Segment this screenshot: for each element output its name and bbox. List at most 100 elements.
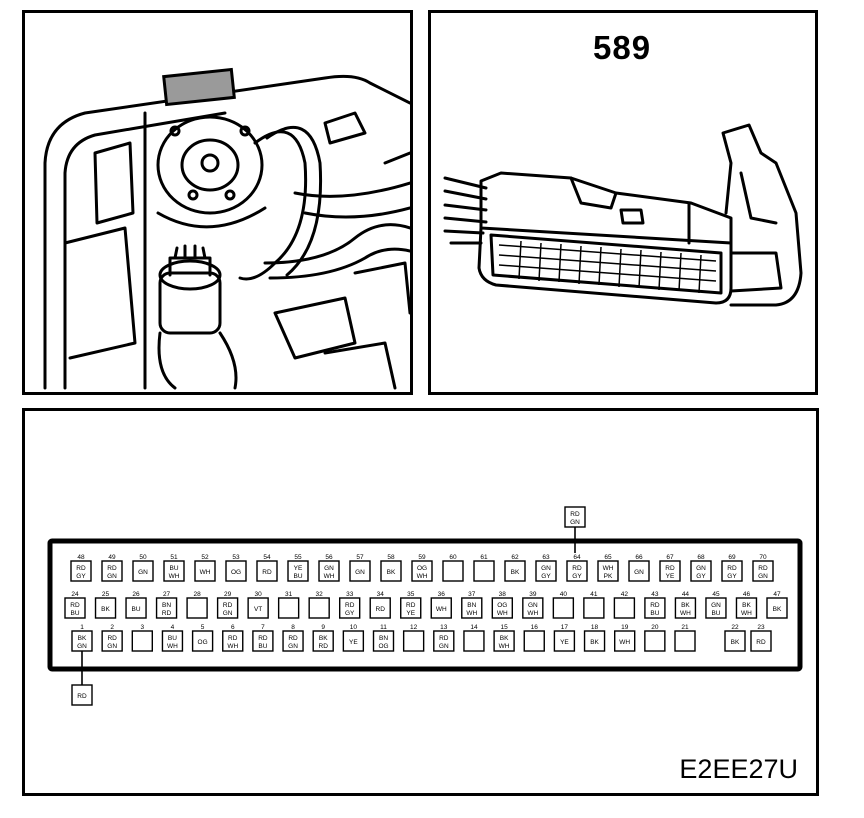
wire-color-primary: BK [742, 602, 751, 609]
pin-number: 25 [102, 591, 110, 598]
wire-color-primary: GN [541, 565, 551, 572]
pin-3: 3 [131, 624, 154, 652]
pin-number: 19 [621, 624, 629, 631]
wire-color-stripe: WH [741, 610, 752, 617]
pin-14: 14 [463, 624, 485, 652]
pin-number: 30 [255, 591, 263, 598]
wire-color: BK [101, 606, 110, 613]
pin-number: 10 [350, 624, 358, 631]
pin-number: 28 [193, 591, 201, 598]
pin-cavity [256, 560, 278, 582]
wire-color-stripe: BU [711, 610, 720, 617]
pin-number: 32 [316, 591, 324, 598]
wire-color: BK [511, 569, 520, 576]
pin-cavity [216, 597, 239, 619]
wire-color: OG [231, 569, 241, 576]
connector-illustration: 589 [428, 10, 818, 395]
pin-cavity [690, 560, 712, 582]
wire-color: RD [756, 639, 766, 646]
pin-cavity [644, 630, 666, 652]
wire-color: WH [619, 639, 630, 646]
pin-cavity [318, 560, 340, 582]
pin-cavity [380, 560, 402, 582]
wire-color: BK [773, 606, 782, 613]
pin-number: 48 [77, 554, 85, 561]
wire-color-primary: YE [294, 565, 303, 572]
pin-number: 40 [560, 591, 568, 598]
pin-number: 39 [529, 591, 537, 598]
wire-color-primary: RD [107, 635, 117, 642]
pin-cavity [338, 597, 361, 619]
pin-5: 5OG [191, 624, 214, 652]
pin-cavity [101, 560, 123, 582]
wire-color-stripe: GN [758, 573, 768, 580]
pin-number: 18 [591, 624, 599, 631]
pin-cavity [342, 630, 365, 652]
wire-color-stripe: GN [570, 519, 580, 526]
pin-cavity [442, 560, 464, 582]
connector-reference-number: 589 [593, 29, 652, 66]
pin-number: 12 [410, 624, 418, 631]
pin-number: 38 [499, 591, 507, 598]
wire-color-stripe: OG [378, 643, 388, 650]
pin-cavity [282, 630, 304, 652]
pin-cavity [523, 630, 545, 652]
pin-number: 4 [171, 624, 175, 631]
pin-cavity [161, 630, 184, 652]
wire-color-stripe: GY [696, 573, 706, 580]
pin-number: 49 [108, 554, 116, 561]
wire-color-stripe: WH [680, 610, 691, 617]
pin-number: 59 [418, 554, 426, 561]
wire-color-primary: BN [467, 602, 476, 609]
pin-42: 42 [613, 591, 636, 619]
wire-color-primary: WH [603, 565, 614, 572]
wire-color-stripe: WH [499, 643, 510, 650]
wire-color-primary: RD [258, 635, 268, 642]
pin-number: 5 [201, 624, 205, 631]
wire-color-stripe: BU [258, 643, 267, 650]
pin-number: 65 [604, 554, 612, 561]
pin-cavity [750, 630, 772, 652]
pin-number: 8 [291, 624, 295, 631]
pin-cavity [766, 597, 788, 619]
pin-number: 52 [201, 554, 209, 561]
pin-cavity [186, 597, 208, 619]
pin-number: 15 [500, 624, 508, 631]
pin-cavity [724, 630, 746, 652]
wire-color-stripe: GN [288, 643, 298, 650]
wire-color-primary: BK [78, 635, 87, 642]
pin-cavity [101, 630, 123, 652]
pin-number: 66 [635, 554, 643, 561]
pin-number: 26 [132, 591, 140, 598]
pin-cavity [583, 630, 606, 652]
pin-cavity [752, 560, 774, 582]
pin-32: 32 [308, 591, 330, 619]
pin-cavity [493, 630, 515, 652]
pin-61: 61 [473, 554, 495, 582]
wire-color-stripe: WH [324, 573, 335, 580]
pin-cavity [721, 560, 743, 582]
wire-color-primary: RD [758, 565, 768, 572]
wire-color-primary: BK [500, 635, 509, 642]
pin-number: 35 [407, 591, 415, 598]
pin-31: 31 [277, 591, 300, 619]
pin-cavity [411, 560, 433, 582]
pin-number: 36 [438, 591, 446, 598]
wire-color: BK [387, 569, 396, 576]
